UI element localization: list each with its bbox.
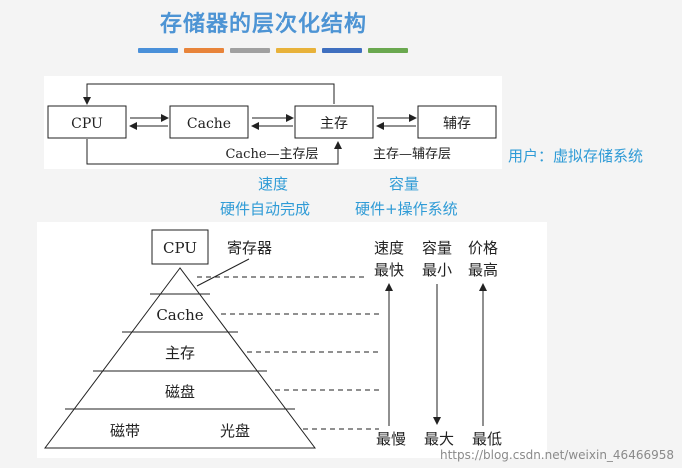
header-speed: 速度 [374, 239, 404, 257]
title-bar-5 [322, 48, 362, 53]
hierarchy-flow-diagram: CPU Cache 主存 辅存 Cache—主存层 主存—辅存层 [47, 83, 497, 165]
label-main-aux-layer: 主存—辅存层 [373, 147, 451, 162]
register-pointer [196, 258, 250, 287]
cache-box-label: Cache [187, 116, 231, 132]
price-top-value: 最高 [468, 261, 498, 279]
title-bar-1 [138, 48, 178, 53]
header-capacity: 容量 [422, 239, 452, 257]
cache-box [169, 105, 249, 139]
speed-note-title: 速度 [258, 175, 289, 193]
pyramid-outline [44, 267, 316, 449]
speed-bottom-value: 最慢 [376, 430, 406, 448]
header-price: 价格 [468, 239, 498, 257]
speed-top-value: 最快 [374, 261, 404, 279]
price-bottom-value: 最低 [472, 430, 502, 448]
layer-label-main-memory: 主存 [165, 344, 195, 362]
pyramid-cpu-label: CPU [163, 239, 197, 257]
aux-storage-box-label: 辅存 [443, 116, 471, 132]
layer-label-disk: 磁盘 [165, 383, 195, 401]
user-virtual-storage-note: 用户：虚拟存储系统 [508, 147, 644, 165]
title-bar-3 [230, 48, 270, 53]
watermark: https://blog.csdn.net/weixin_46466958 [439, 448, 674, 462]
page-title: 存储器的层次化结构 [160, 12, 368, 37]
cpu-box-label: CPU [71, 116, 103, 132]
title-bar-6 [368, 48, 408, 53]
register-label: 寄存器 [227, 239, 272, 257]
cpu-box [47, 105, 127, 139]
capacity-bottom-value: 最大 [424, 430, 454, 448]
title-bar-2 [184, 48, 224, 53]
layer-label-tape: 磁带 [110, 422, 140, 440]
aux-storage-box [417, 105, 497, 139]
layer-label-cache: Cache [156, 306, 203, 324]
main-memory-box [294, 105, 374, 139]
arrow-cpu-to-main-bottom [86, 139, 342, 165]
capacity-note-sub: 硬件+操作系统 [355, 200, 458, 218]
pyramid-panel: CPU 寄存器 Cache 主存 磁盘 磁带 光盘 速度 容量 价格 最快 最小… [37, 222, 547, 458]
layer-label-optical-disc: 光盘 [220, 422, 250, 440]
speed-note-sub: 硬件自动完成 [220, 200, 311, 218]
capacity-note-title: 容量 [389, 175, 420, 193]
main-memory-box-label: 主存 [320, 116, 348, 132]
capacity-top-value: 最小 [422, 261, 452, 279]
title-bar-4 [276, 48, 316, 53]
label-cache-main-layer: Cache—主存层 [225, 147, 318, 162]
storage-pyramid-diagram: CPU 寄存器 Cache 主存 磁盘 磁带 光盘 速度 容量 价格 最快 最小… [44, 229, 502, 449]
hierarchy-flow-panel: CPU Cache 主存 辅存 Cache—主存层 主存—辅存层 [44, 76, 502, 169]
pyramid-cpu-box [151, 229, 209, 265]
arrow-main-to-cpu-top [83, 83, 335, 105]
